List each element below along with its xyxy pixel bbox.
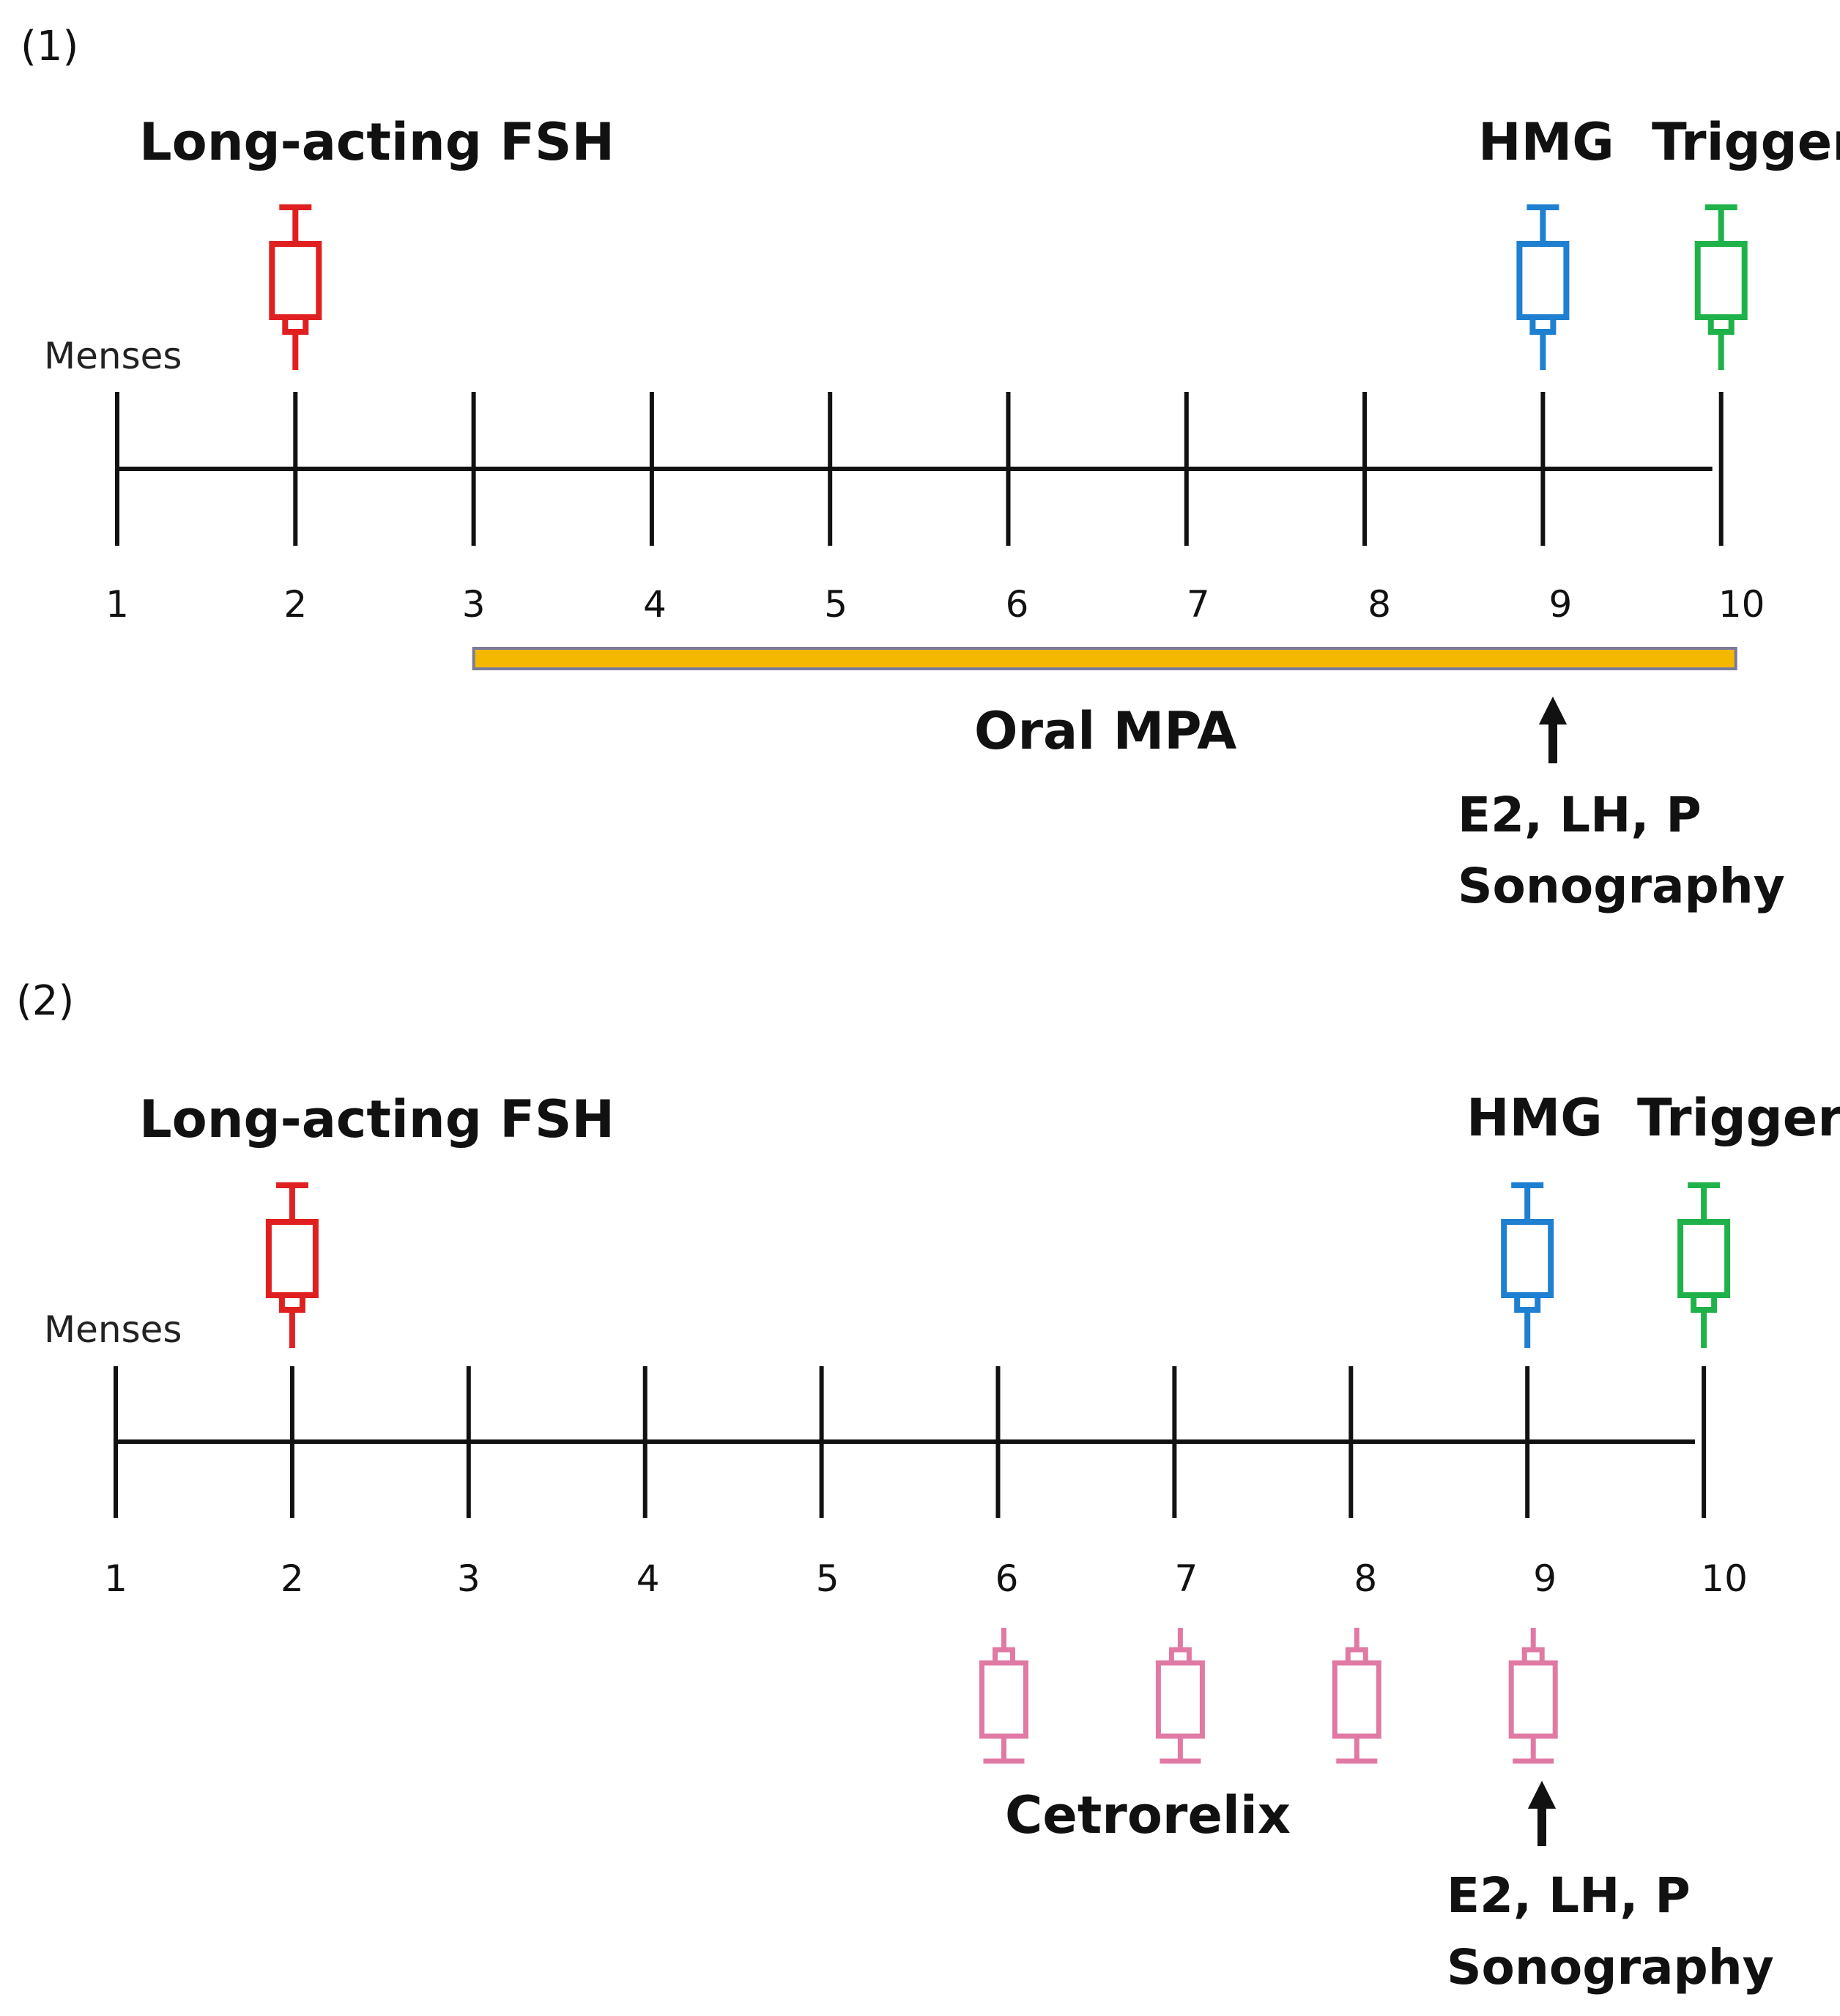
panel-2-menses-label: Menses bbox=[44, 1308, 182, 1351]
syringe-icon bbox=[1694, 204, 1748, 370]
panel-1-mpa-bar bbox=[472, 647, 1737, 670]
panel-1-monitoring-line1: E2, LH, P bbox=[1458, 787, 1702, 843]
day-label: 1 bbox=[105, 583, 129, 626]
panel-1: (1) Long-acting FSH HMG Trigger Menses 1… bbox=[21, 23, 1840, 914]
day-label: 2 bbox=[283, 583, 307, 626]
panel-2-trigger-label: Trigger bbox=[1637, 1088, 1840, 1148]
day-label: 6 bbox=[1006, 583, 1029, 626]
panel-1-label: (1) bbox=[21, 23, 78, 70]
panel-1-mpa-label: Oral MPA bbox=[974, 701, 1236, 761]
day-label: 9 bbox=[1533, 1557, 1557, 1600]
day-label: 8 bbox=[1368, 583, 1391, 626]
panel-1-fsh-label: Long-acting FSH bbox=[139, 112, 615, 172]
panel-2-label: (2) bbox=[16, 977, 74, 1025]
syringe-icon bbox=[979, 1628, 1028, 1764]
panel-1-trigger-label: Trigger bbox=[1652, 112, 1840, 172]
day-label: 3 bbox=[462, 583, 486, 626]
day-label: 6 bbox=[995, 1557, 1019, 1600]
panel-2-monitoring-line2: Sonography bbox=[1447, 1939, 1774, 1995]
panel-1-day-labels: 1 2 3 4 5 6 7 8 9 10 bbox=[105, 583, 1765, 626]
panel-2-monitoring-line1: E2, LH, P bbox=[1447, 1867, 1691, 1924]
day-label: 10 bbox=[1718, 583, 1765, 626]
panel-1-timeline bbox=[115, 392, 1724, 546]
day-label: 4 bbox=[643, 583, 667, 626]
panel-1-monitoring-line2: Sonography bbox=[1458, 858, 1785, 914]
syringe-icon bbox=[1332, 1628, 1381, 1764]
syringe-icon bbox=[1155, 1628, 1205, 1764]
panel-2: (2) Long-acting FSH HMG Trigger Menses 1… bbox=[16, 977, 1840, 1995]
day-label: 4 bbox=[637, 1557, 660, 1600]
syringe-icon bbox=[265, 1182, 319, 1348]
day-label: 5 bbox=[816, 1557, 839, 1600]
syringe-icon bbox=[1516, 204, 1570, 370]
panel-1-hmg-label: HMG bbox=[1478, 112, 1614, 172]
day-label: 3 bbox=[457, 1557, 481, 1600]
panel-2-cetrorelix-label: Cetrorelix bbox=[1005, 1785, 1291, 1845]
day-label: 5 bbox=[824, 583, 847, 626]
panel-2-cetrorelix-syringes bbox=[979, 1628, 1558, 1764]
day-label: 9 bbox=[1548, 583, 1572, 626]
panel-2-syringes bbox=[265, 1182, 1731, 1348]
syringe-icon bbox=[269, 204, 322, 370]
day-label: 10 bbox=[1701, 1557, 1748, 1600]
panel-2-day-labels: 1 2 3 4 5 6 7 8 9 10 bbox=[104, 1557, 1748, 1600]
panel-1-syringes bbox=[269, 204, 1748, 370]
panel-2-fsh-label: Long-acting FSH bbox=[139, 1089, 615, 1149]
day-label: 7 bbox=[1187, 583, 1210, 626]
day-label: 2 bbox=[281, 1557, 304, 1600]
syringe-icon bbox=[1508, 1628, 1558, 1764]
panel-2-timeline bbox=[114, 1366, 1707, 1518]
syringe-icon bbox=[1677, 1182, 1731, 1348]
day-label: 8 bbox=[1354, 1557, 1377, 1600]
panel-1-menses-label: Menses bbox=[44, 335, 182, 377]
day-label: 7 bbox=[1174, 1557, 1198, 1600]
panel-2-hmg-label: HMG bbox=[1466, 1088, 1603, 1148]
day-label: 1 bbox=[104, 1557, 127, 1600]
syringe-icon bbox=[1501, 1182, 1554, 1348]
